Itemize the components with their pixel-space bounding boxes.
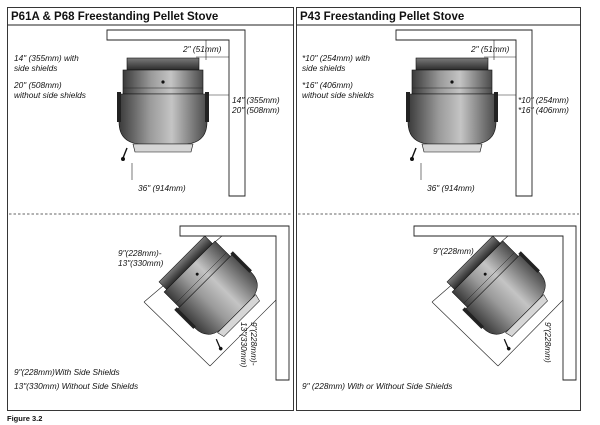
left-corner-note-2: 13"(330mm) Without Side Shields [14,381,138,391]
right-corner-note: 9" (228mm) With or Without Side Shields [302,381,452,391]
right-corner-view: 9"(228mm) 9"(228mm) 9" (228mm) With or W… [302,225,577,391]
right-corner-side-dim: 9"(228mm) [543,322,553,363]
left-rear-clearance: 2" (51mm) [182,44,222,54]
right-panel-frame [296,7,581,411]
left-front-clearance: 36" (914mm) [138,183,186,193]
left-corner-side-dim-1: 9"(228mm)- [249,322,259,366]
right-side-with-shields: *10" (254mm) with [302,53,370,63]
left-panel-title: P61A & P68 Freestanding Pellet Stove [11,11,218,23]
right-side-without-shields-2: without side shields [302,90,374,100]
left-side-with-shields: 14" (355mm) with [14,53,79,63]
left-corner-note-1: 9"(228mm)With Side Shields [14,367,120,377]
right-right-clearance-2: *16" (406mm) [518,105,569,115]
left-side-with-shields-2: side shields [14,63,57,73]
left-right-clearance-2: 20" (508mm) [231,105,280,115]
left-corner-top-dim-2: 13"(330mm) [118,258,164,268]
right-corner-wall [413,225,577,381]
right-top-wall [395,29,533,197]
right-corner-top-dim: 9"(228mm) [433,246,474,256]
left-right-clearance-1: 14" (355mm) [232,95,280,105]
right-front-clearance: 36" (914mm) [427,183,475,193]
left-side-without-shields-2: without side shields [14,90,86,100]
left-side-without-shields: 20" (508mm) [13,80,62,90]
left-corner-side-dim-2: 13"(330mm) [239,322,249,368]
right-top-view: 2" (51mm) *10" (254mm) with side shields… [302,29,569,197]
left-top-view: 2" (51mm) 14" (355mm) with side shields … [13,29,280,197]
left-top-stove [116,57,210,162]
left-top-wall [106,29,246,197]
right-rear-clearance: 2" (51mm) [470,44,510,54]
left-corner-view: 9"(228mm)- 13"(330mm) 9"(228mm)- 13"(330… [14,225,290,391]
right-side-with-shields-2: side shields [302,63,345,73]
left-corner-top-dim-1: 9"(228mm)- [118,248,162,258]
left-corner-wall [179,225,290,381]
right-top-stove [405,57,499,162]
figure-label: Figure 3.2 [7,414,42,423]
right-side-without-shields: *16" (406mm) [302,80,353,90]
left-panel-frame [7,7,294,411]
right-panel-title: P43 Freestanding Pellet Stove [300,11,464,23]
right-right-clearance-1: *10" (254mm) [518,95,569,105]
